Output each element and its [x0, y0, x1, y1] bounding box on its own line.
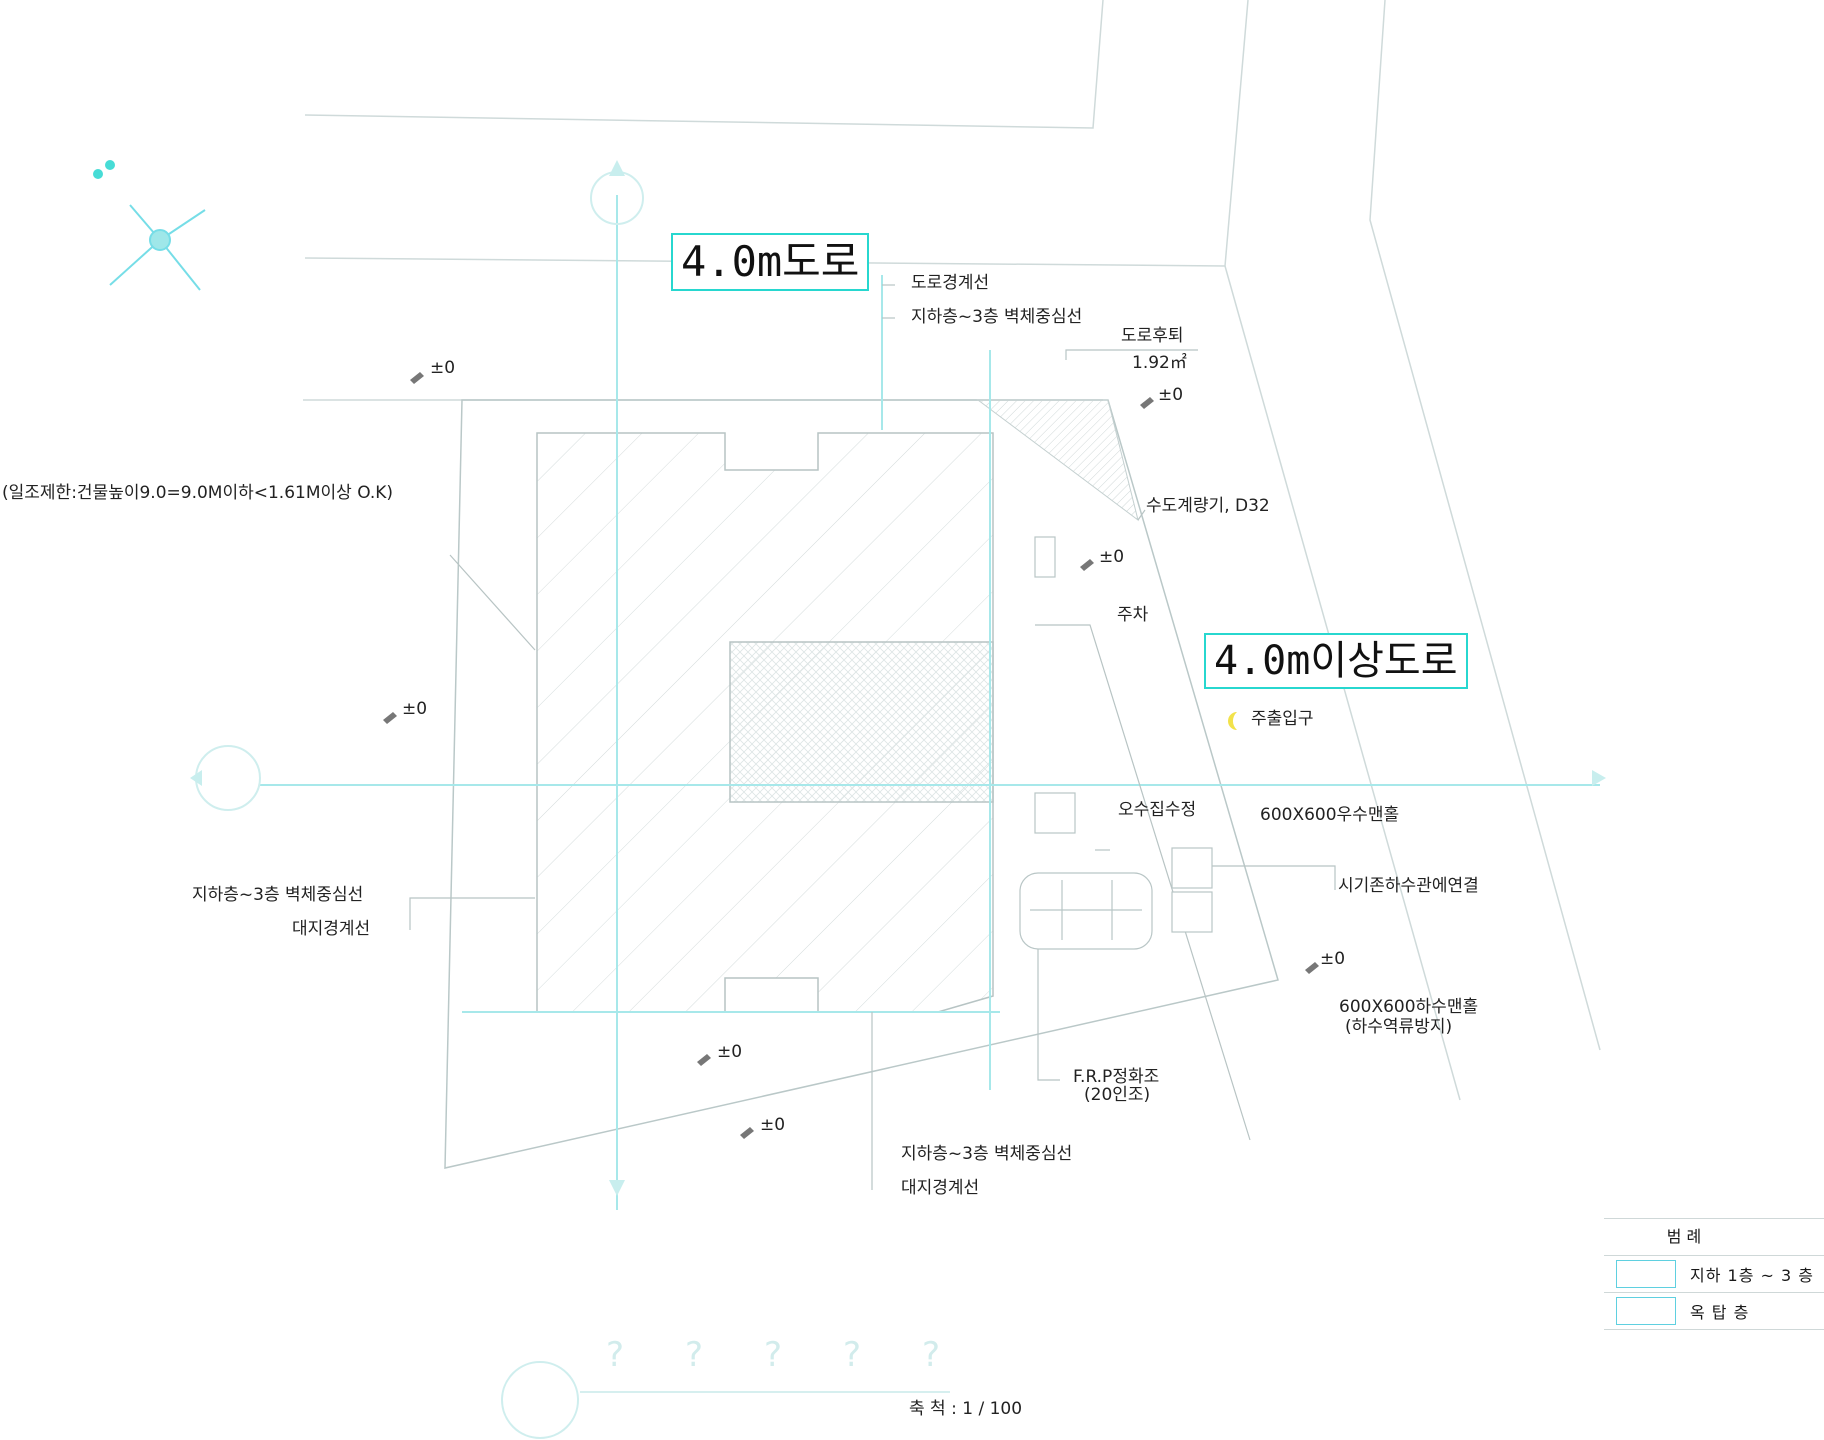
label-scale: 축 척 : 1 / 100: [909, 1399, 1023, 1419]
legend-item: 지하 1층 ~ 3 층: [1604, 1256, 1824, 1293]
level-value: ±0: [1158, 385, 1184, 405]
grid-marker: ?: [922, 1335, 941, 1375]
label-road-boundary: 도로경계선: [911, 273, 990, 293]
label-sewer-manhole: 600X600하수맨홀: [1339, 997, 1479, 1017]
label-backflow: (하수역류방지): [1345, 1017, 1453, 1037]
leader-lines: [409, 284, 1336, 1190]
north-arrow-icon: [93, 160, 206, 291]
main-entrance-icon: [1228, 712, 1237, 730]
label-rain-manhole: 600X600우수맨홀: [1260, 805, 1400, 825]
rooftop-core: [729, 641, 994, 803]
grid-marker: ?: [764, 1335, 783, 1375]
legend-swatch: [1616, 1297, 1676, 1325]
label-septic-tank: F.R.P정화조: [1073, 1067, 1160, 1087]
legend-item-label: 지하 1층 ~ 3 층: [1690, 1266, 1814, 1285]
label-road-setback: 도로후퇴: [1121, 326, 1184, 346]
grid-marker: ?: [606, 1335, 625, 1375]
label-sunlight-limit: (일조제한:건물높이9.0=9.0M이하<1.61M이상 O.K): [2, 483, 394, 503]
label-main-entrance: 주출입구: [1251, 709, 1314, 729]
level-value: ±0: [430, 358, 456, 378]
grid-marker: ?: [685, 1335, 704, 1375]
label-wall-center-left: 지하층~3층 벽체중심선: [192, 885, 364, 905]
rain-manhole-symbol: [1171, 847, 1213, 889]
level-value: ±0: [1320, 949, 1346, 969]
level-value: ±0: [1099, 547, 1125, 567]
label-setback-area: 1.92㎡: [1132, 353, 1187, 373]
site-boundary: [444, 399, 1279, 1169]
grid-marker: ?: [843, 1335, 862, 1375]
level-value: ±0: [717, 1042, 743, 1062]
wall-center-lines: [260, 195, 1600, 1210]
label-site-boundary-left: 대지경계선: [292, 919, 371, 939]
level-marker-icons: [383, 372, 1319, 1139]
road-setback-area: [976, 399, 1139, 522]
level-value: ±0: [402, 699, 428, 719]
fixtures: [1019, 536, 1213, 950]
septic-tank-symbol: [1019, 872, 1153, 950]
label-sewer-connect: 시기존하수관에연결: [1338, 876, 1479, 896]
water-meter-symbol: [1034, 536, 1056, 578]
label-wall-center-top: 지하층~3층 벽체중심선: [911, 307, 1083, 327]
label-sewage-pit: 오수집수정: [1118, 800, 1197, 820]
level-value: ±0: [760, 1115, 786, 1135]
road-label-right: 4.0m이상도로: [1204, 633, 1468, 689]
legend-swatch: [1616, 1260, 1676, 1288]
sewer-manhole-symbol: [1171, 891, 1213, 933]
legend: 범 례 지하 1층 ~ 3 층 옥 탑 층: [1604, 1218, 1824, 1330]
legend-item: 옥 탑 층: [1604, 1293, 1824, 1330]
label-septic-capacity: (20인조): [1084, 1085, 1151, 1105]
road-label-top: 4.0m도로: [671, 233, 870, 291]
sewage-pit-symbol: [1034, 792, 1076, 834]
legend-title: 범 례: [1604, 1218, 1824, 1256]
label-wall-center-bottom: 지하층~3층 벽체중심선: [901, 1144, 1073, 1164]
legend-item-label: 옥 탑 층: [1690, 1303, 1750, 1322]
label-site-boundary-bottom: 대지경계선: [901, 1178, 980, 1198]
label-parking: 주차: [1117, 605, 1149, 625]
label-water-meter: 수도계량기, D32: [1146, 496, 1270, 516]
